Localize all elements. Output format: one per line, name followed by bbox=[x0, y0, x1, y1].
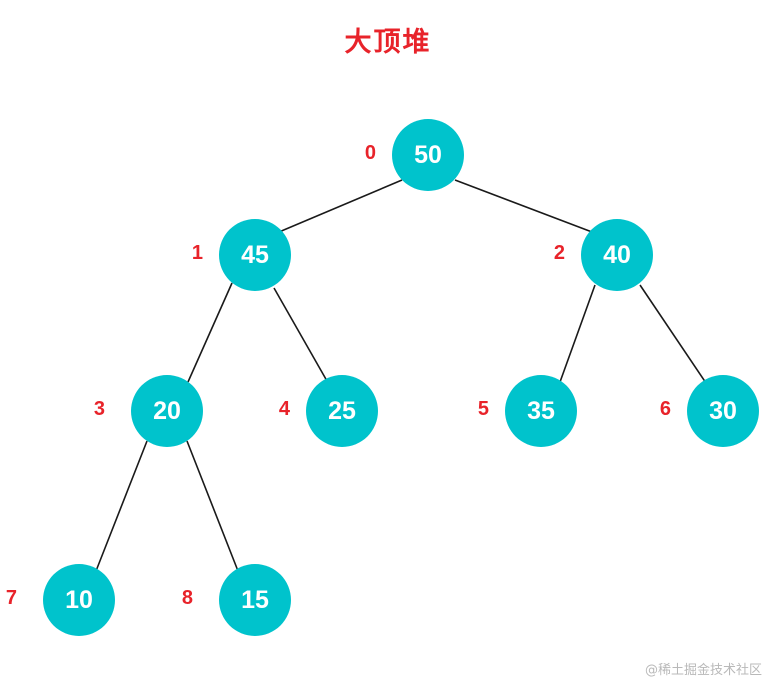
tree-edge bbox=[559, 284, 596, 383]
node-index-label: 1 bbox=[191, 242, 203, 264]
tree-edge bbox=[639, 284, 707, 384]
node-index-label: 7 bbox=[5, 587, 17, 609]
tree-edge bbox=[454, 179, 593, 233]
tree-edge bbox=[186, 440, 239, 572]
page-title: 大顶堆 bbox=[344, 27, 432, 58]
tree-node: 20 bbox=[131, 375, 203, 447]
tree-node: 15 bbox=[219, 564, 291, 636]
node-index-label: 2 bbox=[553, 242, 565, 264]
node-index-label: 8 bbox=[181, 587, 193, 609]
watermark: @稀土掘金技术社区 bbox=[644, 663, 762, 678]
node-index-label: 4 bbox=[278, 398, 290, 420]
tree-node: 35 bbox=[505, 375, 577, 447]
tree-node: 50 bbox=[392, 119, 464, 191]
node-index-label: 5 bbox=[477, 398, 489, 420]
node-index-label: 0 bbox=[364, 142, 376, 164]
tree-node: 30 bbox=[687, 375, 759, 447]
tree-edge bbox=[273, 287, 328, 382]
tree-node: 10 bbox=[43, 564, 115, 636]
node-index-label: 3 bbox=[93, 398, 105, 420]
tree-node: 40 bbox=[581, 219, 653, 291]
node-index-label: 6 bbox=[659, 398, 671, 420]
tree-edge bbox=[95, 440, 148, 572]
tree-node: 45 bbox=[219, 219, 291, 291]
tree-edge bbox=[278, 179, 403, 233]
tree-node: 25 bbox=[306, 375, 378, 447]
tree-edge bbox=[187, 282, 233, 383]
